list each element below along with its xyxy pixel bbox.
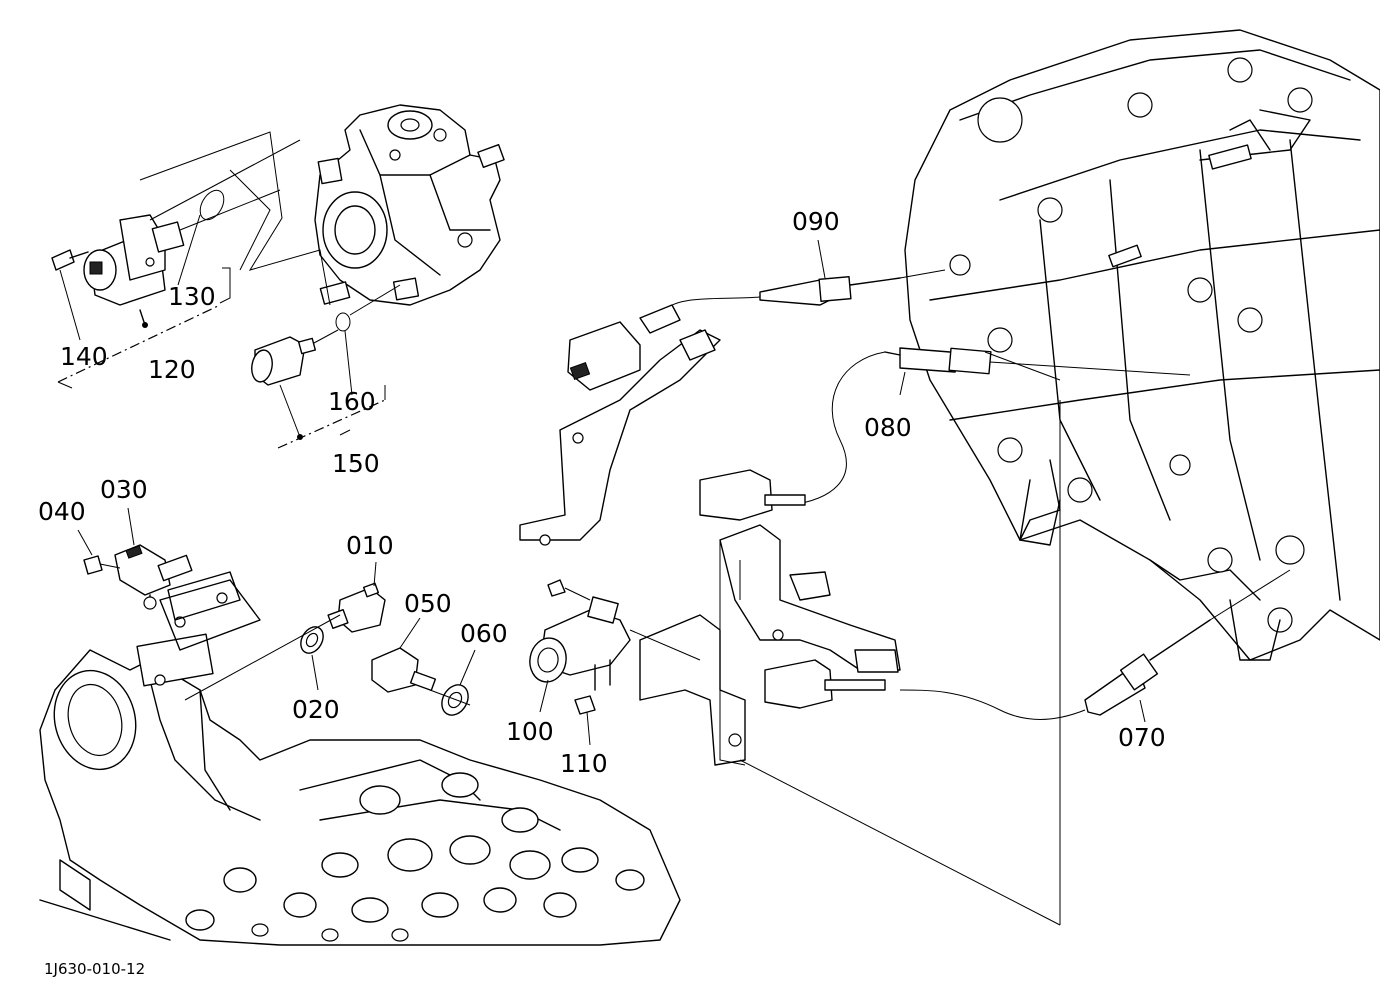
callout-130: 130 bbox=[168, 282, 216, 311]
exhaust-temp-sensor-070-group bbox=[719, 400, 1291, 926]
engine-housing bbox=[904, 29, 1380, 661]
callout-050: 050 bbox=[404, 589, 452, 618]
callout-030: 030 bbox=[100, 475, 148, 504]
callout-010: 010 bbox=[346, 531, 394, 560]
callout-090: 090 bbox=[792, 207, 840, 236]
drawing-id: 1J630-010-12 bbox=[44, 960, 145, 978]
suction-control-valve-group bbox=[51, 131, 331, 389]
callout-060: 060 bbox=[460, 619, 508, 648]
differential-pressure-sensor-group bbox=[529, 579, 746, 766]
intake-manifold-cylinder-head bbox=[39, 579, 681, 946]
exhaust-temp-sensor-080-group bbox=[699, 347, 1191, 521]
callout-140: 140 bbox=[60, 342, 108, 371]
callout-120: 120 bbox=[148, 355, 196, 384]
callout-070: 070 bbox=[1118, 723, 1166, 752]
callout-080: 080 bbox=[864, 413, 912, 442]
speed-sensor-group bbox=[77, 507, 241, 621]
callout-040: 040 bbox=[38, 497, 86, 526]
exhaust-temp-sensor-090-group bbox=[519, 239, 946, 546]
temperature-sensor-group bbox=[184, 561, 476, 716]
callout-150: 150 bbox=[332, 449, 380, 478]
callout-020: 020 bbox=[292, 695, 340, 724]
callout-110: 110 bbox=[560, 749, 608, 778]
callout-100: 100 bbox=[506, 717, 554, 746]
callout-160: 160 bbox=[328, 387, 376, 416]
fuel-pressure-sensor-group bbox=[251, 284, 401, 449]
fuel-injection-pump bbox=[314, 104, 505, 306]
